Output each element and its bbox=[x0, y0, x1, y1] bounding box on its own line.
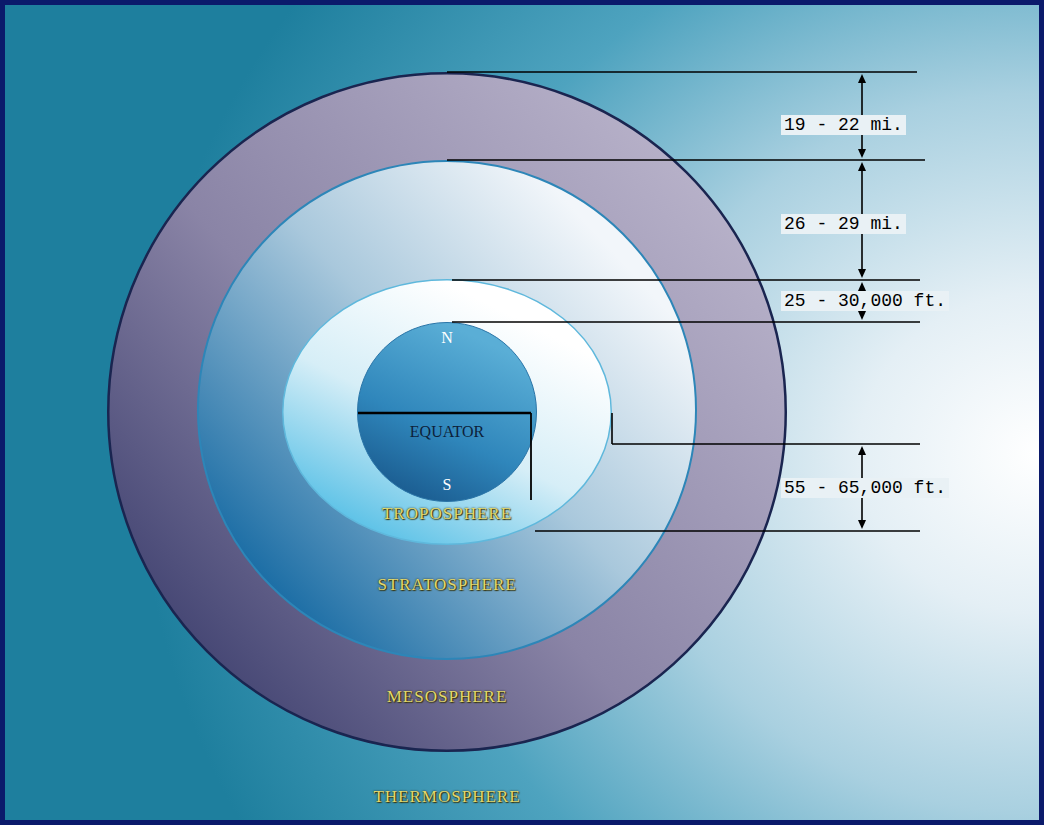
layer-name: STRATOSPHERE bbox=[377, 575, 516, 595]
layer-name: TROPOSPHERE bbox=[382, 504, 512, 524]
layer-name: MESOSPHERE bbox=[387, 687, 508, 707]
arrowhead bbox=[858, 282, 866, 291]
arrowhead bbox=[858, 74, 866, 83]
dimension-line bbox=[535, 530, 920, 532]
dimension-line bbox=[358, 412, 531, 415]
arrowhead bbox=[858, 311, 866, 320]
stratosphere-circle: STRATOSPHERE TROPOSPHERE N EQUATOR S bbox=[197, 160, 697, 660]
dimension-line bbox=[452, 279, 920, 281]
pole-label: S bbox=[443, 476, 452, 494]
arrowhead bbox=[858, 446, 866, 455]
dimension-line bbox=[447, 159, 925, 161]
layer-name: THERMOSPHERE bbox=[373, 787, 520, 807]
arrowhead bbox=[858, 162, 866, 171]
dimension-label: 26 - 29 mi. bbox=[781, 214, 906, 234]
dimension-line bbox=[452, 321, 920, 323]
dimension-line bbox=[447, 71, 917, 73]
arrowhead bbox=[858, 269, 866, 278]
dimension-line bbox=[530, 413, 532, 500]
dimension-label: 19 - 22 mi. bbox=[781, 115, 906, 135]
dimension-label: 25 - 30,000 ft. bbox=[781, 291, 949, 311]
arrowhead bbox=[858, 149, 866, 158]
arrowhead bbox=[858, 520, 866, 529]
dimension-label: 55 - 65,000 ft. bbox=[781, 478, 949, 498]
equator-label: EQUATOR bbox=[410, 423, 484, 441]
dimension-line bbox=[612, 443, 920, 445]
dimension-line bbox=[611, 413, 613, 444]
pole-label: N bbox=[441, 329, 453, 347]
